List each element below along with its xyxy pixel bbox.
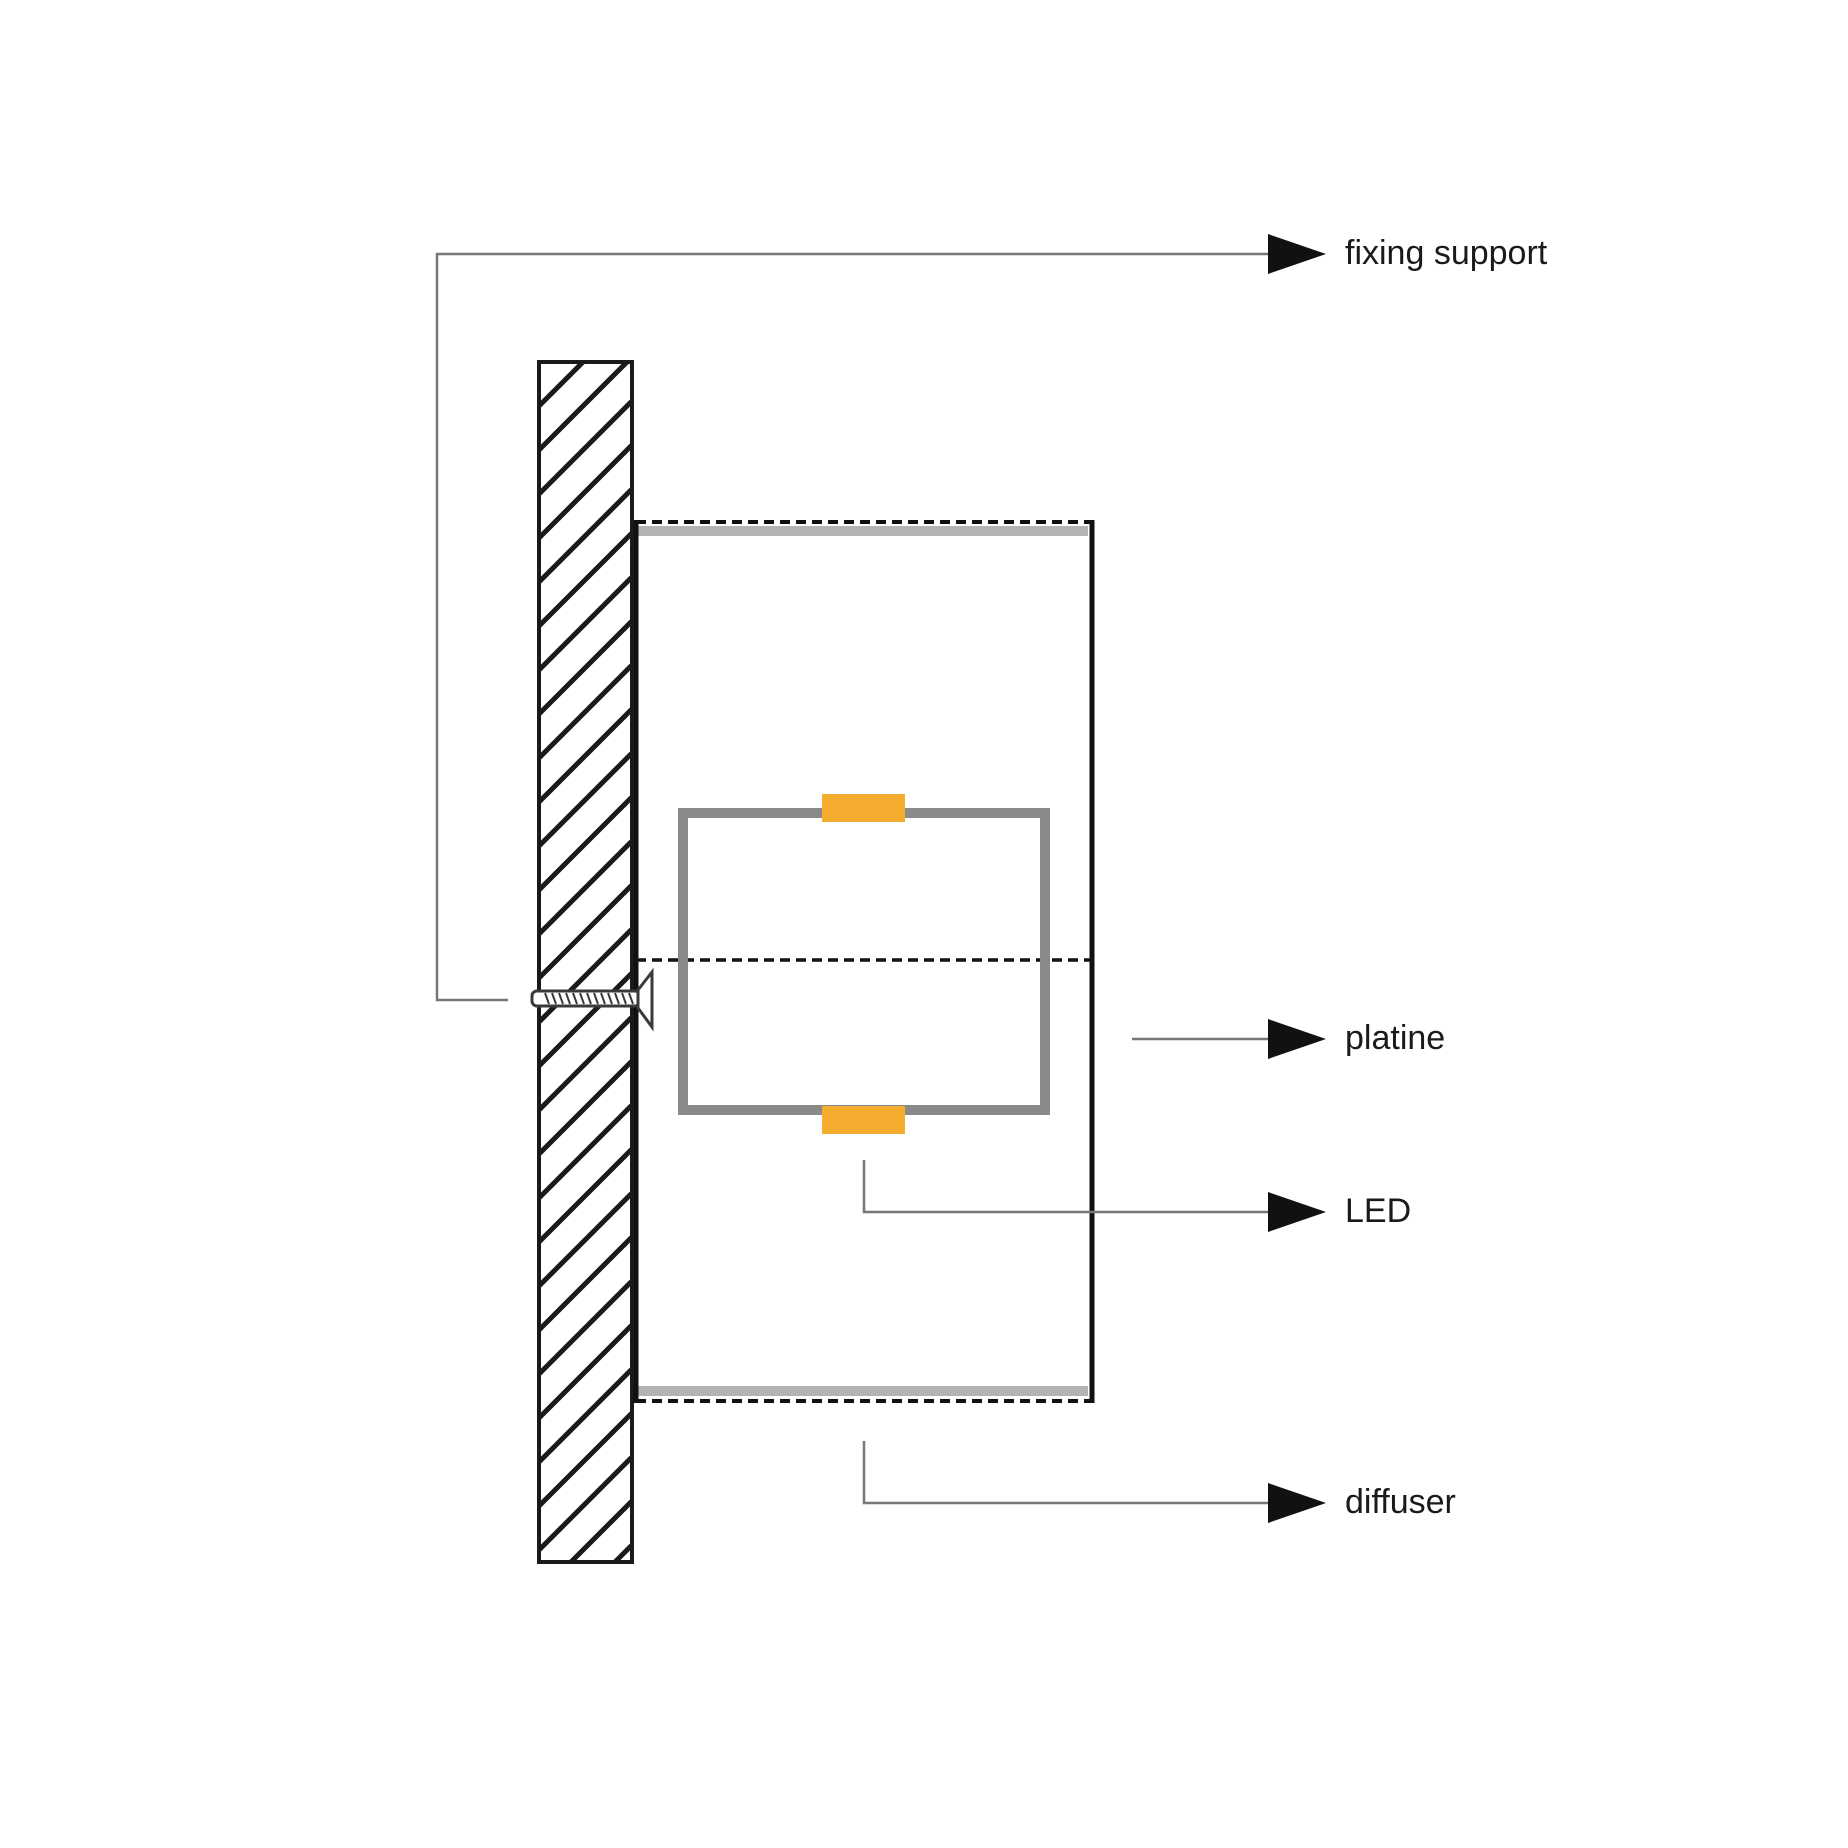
hatch-line bbox=[539, 1191, 632, 1288]
screw-thread bbox=[628, 992, 634, 1005]
screw-thread bbox=[551, 992, 557, 1005]
hatch-line bbox=[539, 971, 632, 1068]
hatch-line bbox=[539, 443, 632, 540]
hatch-line bbox=[567, 1499, 632, 1562]
wall-outline bbox=[537, 360, 634, 1564]
hatch-line bbox=[539, 795, 632, 892]
leader-line-diffuser bbox=[862, 1441, 1268, 1505]
screw-thread bbox=[600, 992, 606, 1005]
hatch-line bbox=[539, 751, 632, 848]
screw-thread bbox=[558, 992, 564, 1005]
label-led: LED bbox=[1345, 1192, 1411, 1230]
leader-line-fixing-support bbox=[435, 252, 1268, 1002]
led-bottom bbox=[822, 1106, 905, 1134]
arrow-icon bbox=[1268, 1192, 1326, 1232]
hatch-line bbox=[539, 531, 632, 628]
label-fixing-support: fixing support bbox=[1345, 234, 1548, 272]
hatch-line bbox=[539, 1323, 632, 1420]
hatch-line bbox=[539, 839, 632, 936]
screw bbox=[530, 967, 654, 1032]
screw-thread bbox=[593, 992, 599, 1005]
screw-thread bbox=[565, 992, 571, 1005]
screw-thread bbox=[614, 992, 620, 1005]
hatch-line bbox=[539, 1147, 632, 1244]
diffuser-strip-top bbox=[636, 526, 1088, 536]
hatch-line bbox=[539, 1411, 632, 1508]
callout-fixing-support: fixing support bbox=[435, 234, 1548, 1002]
hatch-line bbox=[539, 362, 631, 452]
hatch-line bbox=[539, 663, 632, 760]
hatch-line bbox=[539, 362, 587, 408]
callout-platine: platine bbox=[1132, 1019, 1445, 1059]
hatch-line bbox=[539, 575, 632, 672]
hatch-line bbox=[539, 707, 632, 804]
hatch-line bbox=[539, 1235, 632, 1332]
leader-line-led bbox=[862, 1160, 1268, 1214]
hatch-line bbox=[539, 362, 543, 364]
arrow-icon bbox=[1268, 1483, 1326, 1523]
hatch-line bbox=[539, 1633, 632, 1726]
arrow-icon bbox=[1268, 234, 1326, 274]
hatch-line bbox=[539, 487, 632, 584]
callout-diffuser: diffuser bbox=[862, 1441, 1456, 1523]
hatch-line bbox=[539, 1455, 632, 1552]
label-diffuser: diffuser bbox=[1345, 1483, 1456, 1521]
hatch-line bbox=[539, 1367, 632, 1464]
callout-led: LED bbox=[862, 1160, 1411, 1232]
diffuser-strip-bottom bbox=[636, 1386, 1088, 1396]
arrow-icon bbox=[1268, 1019, 1326, 1059]
screw-thread bbox=[621, 992, 627, 1005]
screw-thread bbox=[586, 992, 592, 1005]
hatch-line bbox=[539, 1589, 632, 1682]
hatch-line bbox=[539, 927, 632, 1024]
hatch-line bbox=[539, 1015, 632, 1112]
hatch-line bbox=[539, 399, 632, 496]
hatch-line bbox=[539, 1103, 632, 1200]
label-platine: platine bbox=[1345, 1019, 1445, 1057]
led-top bbox=[822, 794, 905, 822]
hatch-line bbox=[539, 619, 632, 716]
screw-thread bbox=[544, 992, 550, 1005]
screw-head bbox=[636, 967, 654, 1032]
hatch-line bbox=[539, 883, 632, 980]
hatch-line bbox=[539, 1279, 632, 1376]
hatch-line bbox=[611, 1543, 632, 1562]
screw-thread bbox=[572, 992, 578, 1005]
hatch-line bbox=[539, 1059, 632, 1156]
housing bbox=[633, 520, 1095, 1403]
screw-threads bbox=[544, 992, 634, 1005]
screw-thread bbox=[607, 992, 613, 1005]
screw-thread bbox=[579, 992, 585, 1005]
